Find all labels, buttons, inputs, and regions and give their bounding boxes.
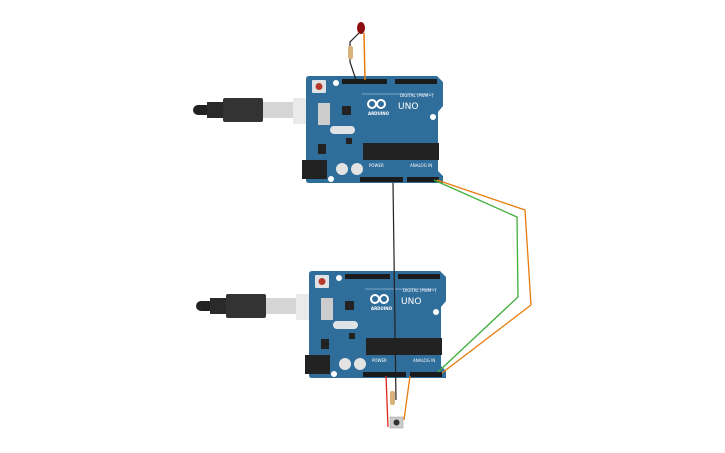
wire-orange[interactable] <box>436 179 532 374</box>
wire-gnd-black[interactable] <box>392 182 397 401</box>
pushbutton-cap[interactable] <box>393 419 400 426</box>
brand-label: ARDUINO <box>368 111 390 116</box>
led[interactable] <box>357 22 365 34</box>
resistor-led[interactable] <box>348 46 353 59</box>
analog-label: ANALOG IN <box>410 163 432 168</box>
wire-red[interactable] <box>385 375 389 428</box>
power-label: POWER <box>369 163 384 168</box>
analog-label: ANALOG IN <box>413 358 435 363</box>
model-label: UNO <box>398 102 418 112</box>
bottom-board-labels: DIGITAL (PWM~) ARDUINO UNO POWER ANALOG … <box>371 288 437 363</box>
wire-green[interactable] <box>433 179 519 373</box>
power-label: POWER <box>372 358 387 363</box>
brand-label: ARDUINO <box>371 306 393 311</box>
model-label: UNO <box>401 297 421 307</box>
top-board-labels: DIGITAL (PWM~) ARDUINO UNO POWER ANALOG … <box>368 93 434 168</box>
wire-led-orange[interactable] <box>363 32 366 81</box>
resistor-button[interactable] <box>390 391 395 405</box>
digital-label: DIGITAL (PWM~) <box>403 288 437 293</box>
wire-button-orange[interactable] <box>403 375 411 421</box>
digital-label: DIGITAL (PWM~) <box>400 93 434 98</box>
